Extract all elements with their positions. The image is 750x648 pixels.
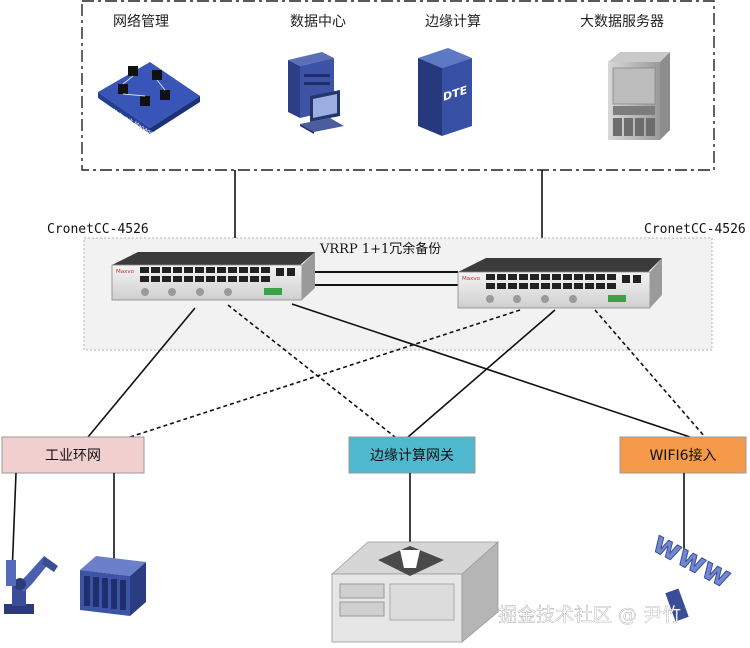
switch-right: Maxvo (457, 258, 662, 309)
industrial-pc-icon (330, 541, 500, 643)
switch-right-label: CronetCC-4526 (644, 222, 746, 237)
node-wifi6 (619, 436, 747, 474)
brand-text-right: Maxvo (462, 276, 481, 282)
link-ring-to-robot (11, 472, 17, 576)
switch-left-ports (140, 267, 295, 282)
rack-server-icon (608, 52, 670, 140)
link-left-to-wifi (291, 303, 691, 438)
node-industrial-ring (1, 436, 145, 474)
link-left-to-gateway-dashed (227, 304, 396, 438)
switch-left-label: CronetCC-4526 (47, 222, 149, 237)
server-pc-icon (288, 52, 344, 134)
node-industrial-ring-label: 工业环网 (45, 448, 101, 464)
www-text: www (647, 525, 737, 595)
dte-server-icon: DTE (418, 48, 472, 136)
node-wifi6-label: WIFI6接入 (649, 447, 716, 464)
robot-arm-icon (4, 556, 58, 614)
plc-module-icon (80, 556, 146, 616)
link-right-to-gateway (407, 309, 556, 438)
link-right-to-ring-dashed (129, 309, 521, 438)
switch-right-ports (486, 274, 641, 289)
switch-left: Maxvo (111, 252, 315, 301)
label-edge-computing: 边缘计算 (425, 14, 481, 30)
label-data-center: 数据中心 (290, 14, 346, 30)
link-left-to-ring (87, 307, 196, 438)
label-network-management: 网络管理 (113, 14, 169, 30)
watermark: 掘金技术社区 @ 尹竹 (498, 604, 681, 626)
link-right-to-wifi-dashed (594, 309, 706, 438)
node-edge-gateway (348, 436, 476, 474)
brand-text: Maxvo (116, 269, 135, 275)
node-edge-gateway-label: 边缘计算网关 (370, 448, 454, 464)
label-bigdata-server: 大数据服务器 (580, 14, 664, 30)
vrrp-label: VRRP 1+1冗余备份 (319, 241, 441, 257)
network-management-icon: Network Management (98, 62, 200, 145)
